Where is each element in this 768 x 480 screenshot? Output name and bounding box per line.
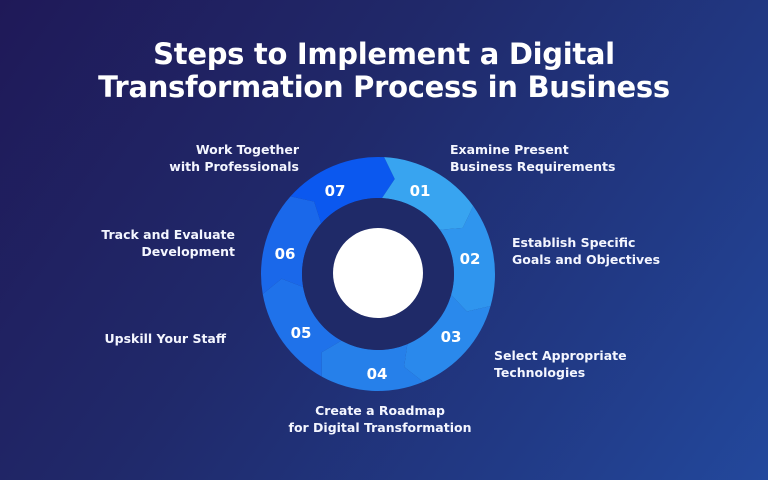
step-number-05: 05 [290,324,312,342]
center-circle [333,228,423,318]
step-label-04: Create a Roadmap for Digital Transformat… [288,403,472,435]
ring-segments [261,156,495,391]
ring-segment-04 [321,340,424,391]
step-number-06: 06 [274,245,296,263]
step-number-07: 07 [324,182,346,200]
step-label-06: Track and Evaluate Development [101,227,235,259]
step-label-05: Upskill Your Staff [104,331,226,346]
ring-segment-02 [439,205,495,312]
step-number-04: 04 [366,365,388,383]
title-line-1: Steps to Implement a Digital [153,37,615,71]
step-number-02: 02 [459,250,481,268]
page-title: Steps to Implement a Digital Transformat… [0,38,768,104]
ring-segment-06 [261,196,322,295]
step-label-03: Select Appropriate Technologies [494,348,627,380]
step-label-07: Work Together with Professionals [169,142,299,174]
step-number-03: 03 [440,328,462,346]
title-line-2: Transformation Process in Business [98,70,670,104]
ring-segment-07 [290,156,395,224]
step-label-01: Examine Present Business Requirements [450,142,616,174]
step-label-02: Establish Specific Goals and Objectives [512,235,661,267]
ring-segment-05 [262,278,342,377]
step-number-01: 01 [409,182,431,200]
ring-segment-03 [404,294,491,382]
ring-segment-01 [381,157,474,230]
